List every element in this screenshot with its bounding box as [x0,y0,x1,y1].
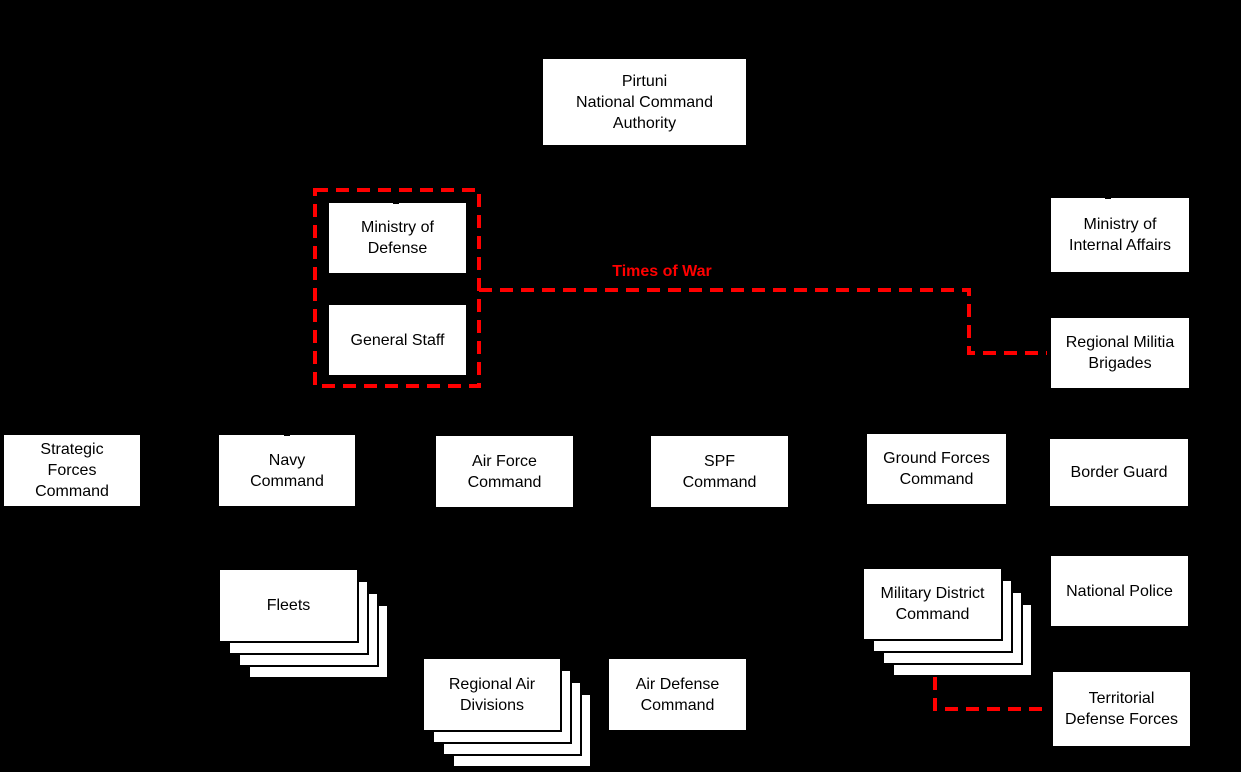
node-strategic-forces-command: Strategic Forces Command [2,433,142,508]
node-ministry-of-defense: Ministry of Defense [327,201,468,275]
node-military-district-command-stack: Military District Command [862,567,1033,677]
node-label: Pirtuni National Command Authority [576,72,713,132]
node-general-staff: General Staff [327,303,468,377]
connector-stub [393,201,399,204]
node-regional-militia-brigades: Regional Militia Brigades [1049,316,1191,390]
node-label: Ground Forces Command [883,450,990,488]
node-regional-air-divisions: Regional Air Divisions [422,657,562,732]
node-label: Fleets [266,597,311,614]
node-territorial-defense-forces: Territorial Defense Forces [1051,670,1192,748]
node-fleets-stack: Fleets [218,568,389,679]
node-air-defense-command: Air Defense Command [607,657,748,732]
node-spf-command: SPF Command [649,434,790,509]
connector-stub [284,433,290,436]
node-national-police: National Police [1049,554,1190,628]
node-label: Strategic Forces Command [35,441,109,500]
node-label: Border Guard [1070,464,1168,481]
node-label: Military District Command [880,585,985,623]
node-label: Regional Militia Brigades [1065,334,1175,372]
node-fleets: Fleets [218,568,359,643]
wartime-link-militia [479,288,1047,355]
node-label: SPF Command [682,452,757,491]
node-label: National Police [1066,582,1173,600]
times-of-war-label: Times of War [612,263,712,280]
node-label: Regional Air Divisions [448,675,536,714]
node-label: Air Force Command [467,452,542,491]
node-regional-air-divisions-stack: Regional Air Divisions [422,657,592,768]
node-label: Navy Command [250,451,324,490]
node-navy-command: Navy Command [217,433,357,508]
node-label: Territorial Defense Forces [1065,690,1178,728]
node-label: Ministry of Defense [361,219,434,257]
node-border-guard: Border Guard [1048,437,1190,508]
node-ministry-of-internal-affairs: Ministry of Internal Affairs [1049,196,1191,274]
wartime-link-territorial-defense [933,677,1049,711]
node-label: Air Defense Command [635,675,720,714]
node-ground-forces-command: Ground Forces Command [865,432,1008,506]
node-military-district-command: Military District Command [862,567,1003,641]
node-label: General Staff [350,331,445,349]
node-air-force-command: Air Force Command [434,434,575,509]
node-label: Ministry of Internal Affairs [1069,216,1171,254]
node-pirtuni-national-command-authority: Pirtuni National Command Authority [541,57,748,147]
connector-stub [1105,196,1111,199]
